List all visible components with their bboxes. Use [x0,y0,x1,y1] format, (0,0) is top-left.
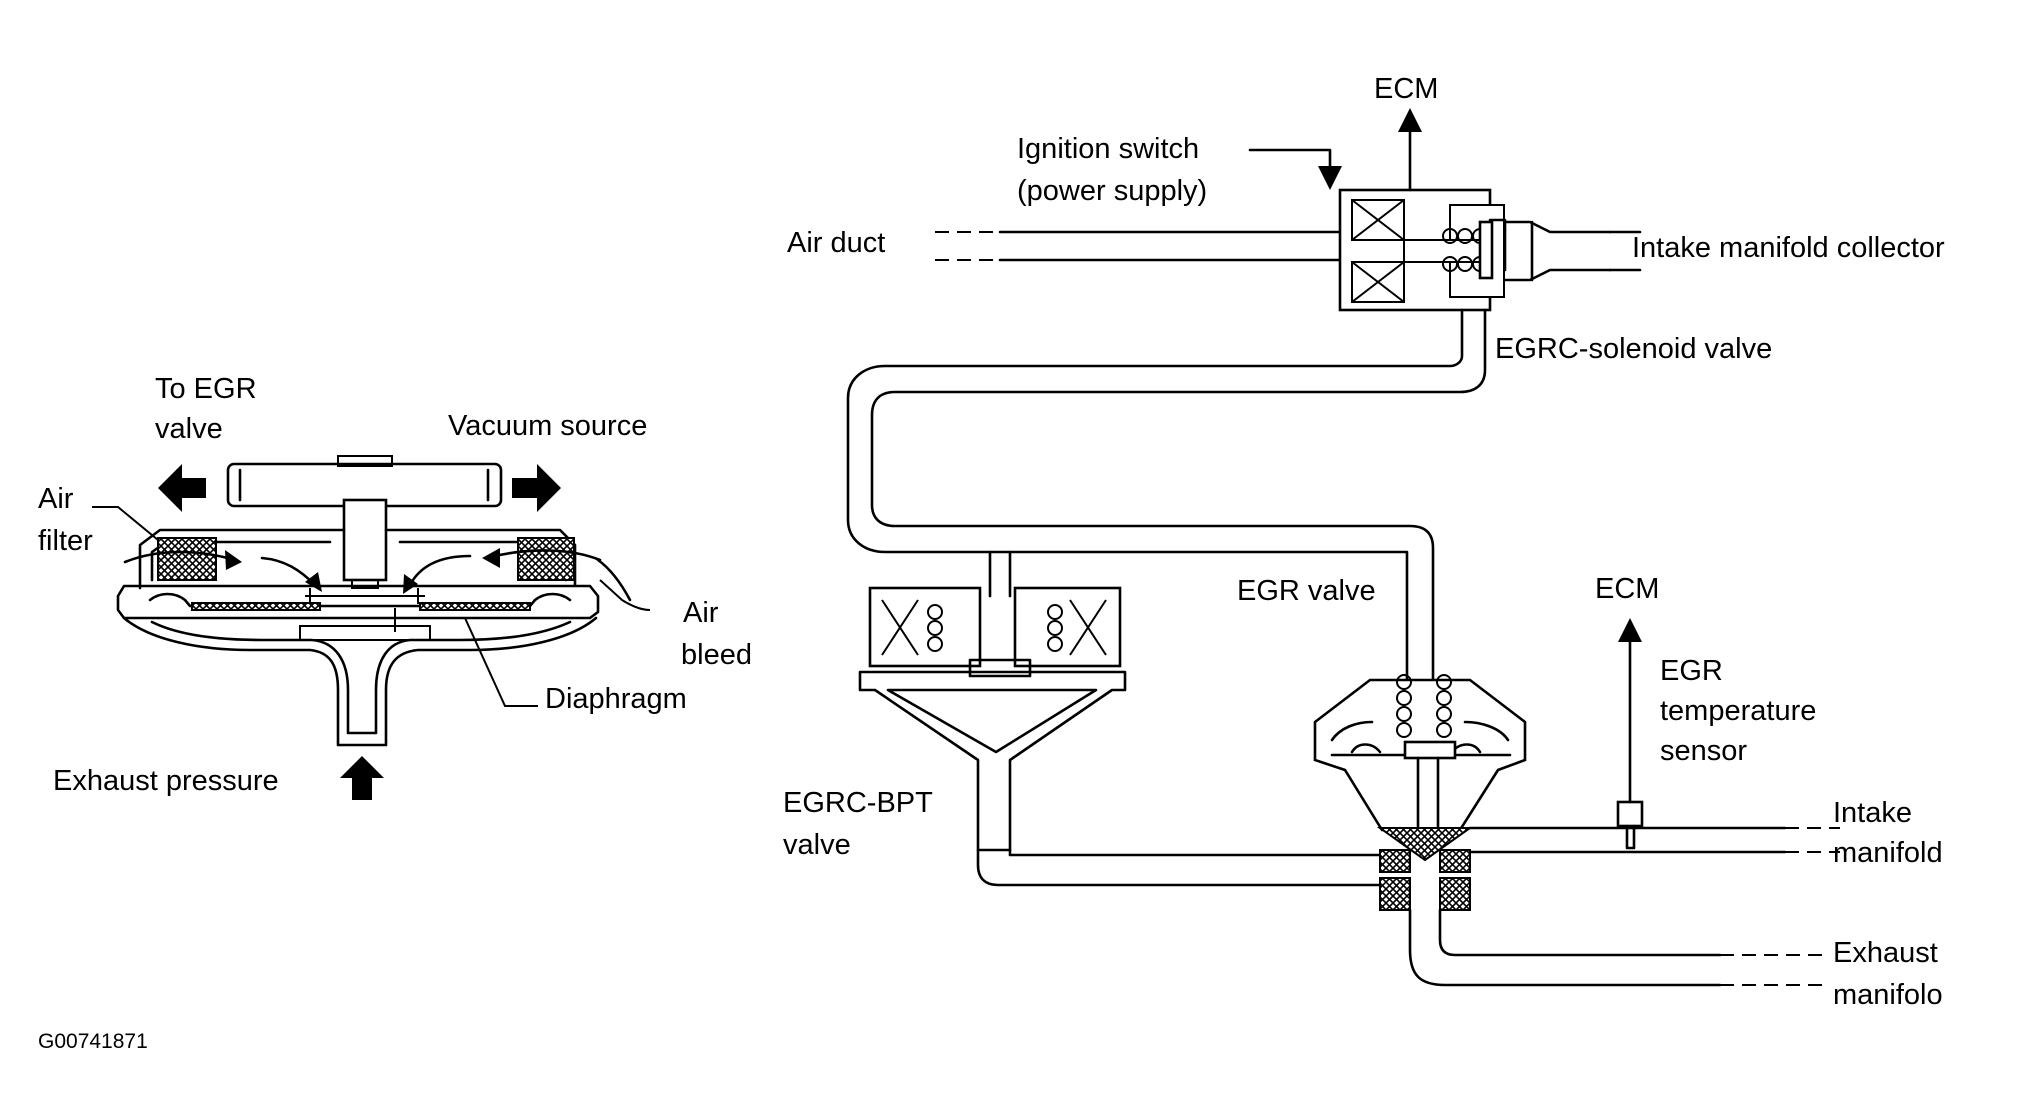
bpt-diaphragm-housing [116,584,600,620]
egrc-bpt-valve [858,586,1397,887]
egr-valve [1313,674,1527,911]
label-to-egr-valve-2: valve [155,413,223,445]
label-ecm-right: ECM [1595,573,1659,605]
label-exhaust-pressure: Exhaust pressure [53,765,279,797]
label-egrc-bpt-valve-1: EGRC-BPT [783,787,933,819]
vacuum-t-pipe [226,455,503,589]
label-exhaust-manifold-1: Exhaust [1833,937,1938,969]
label-air-filter-2: filter [38,525,93,557]
label-egr-valve: EGR valve [1237,575,1376,607]
label-egrc-solenoid-valve: EGRC-solenoid valve [1495,333,1772,365]
ecm-top-arrow [1398,108,1422,132]
label-intake-manifold-1: Intake [1833,797,1912,829]
to-egr-valve-arrow [158,464,206,512]
ecm-right-arrow [1618,618,1642,642]
exhaust-pressure-arrow [340,756,384,800]
label-egr-temp-sensor-1: EGR [1660,655,1723,687]
air-filter-right [517,537,575,581]
air-filter-left [157,537,217,581]
label-intake-manifold-2: manifold [1833,837,1943,869]
egr-temperature-sensor [1616,618,1644,850]
label-ignition-switch-1: Ignition switch [1017,133,1199,165]
label-exhaust-manifold-2: manifolo [1833,979,1943,1011]
label-air-bleed-1: Air [683,597,719,629]
vacuum-hose [846,308,1487,682]
egrc-solenoid-valve [935,188,1642,312]
label-air-bleed-2: bleed [681,639,752,671]
bpt-lower-body [122,616,598,747]
label-egrc-bpt-valve-2: valve [783,829,851,861]
label-air-filter-1: Air [38,483,74,515]
label-intake-manifold-collector: Intake manifold collector [1632,232,1945,264]
vacuum-source-arrow [512,464,561,512]
label-egr-temp-sensor-3: sensor [1660,735,1747,767]
bpt-valve-cutaway [116,455,632,747]
label-ecm-top: ECM [1374,73,1438,105]
ignition-switch-arrow [1318,166,1342,190]
figure-id: G00741871 [38,1030,148,1053]
label-diaphragm: Diaphragm [545,683,687,715]
label-air-duct: Air duct [787,227,885,259]
label-ignition-switch-2: (power supply) [1017,175,1207,207]
label-to-egr-valve-1: To EGR [155,373,257,405]
label-vacuum-source: Vacuum source [448,410,647,442]
label-egr-temp-sensor-2: temperature [1660,695,1816,727]
